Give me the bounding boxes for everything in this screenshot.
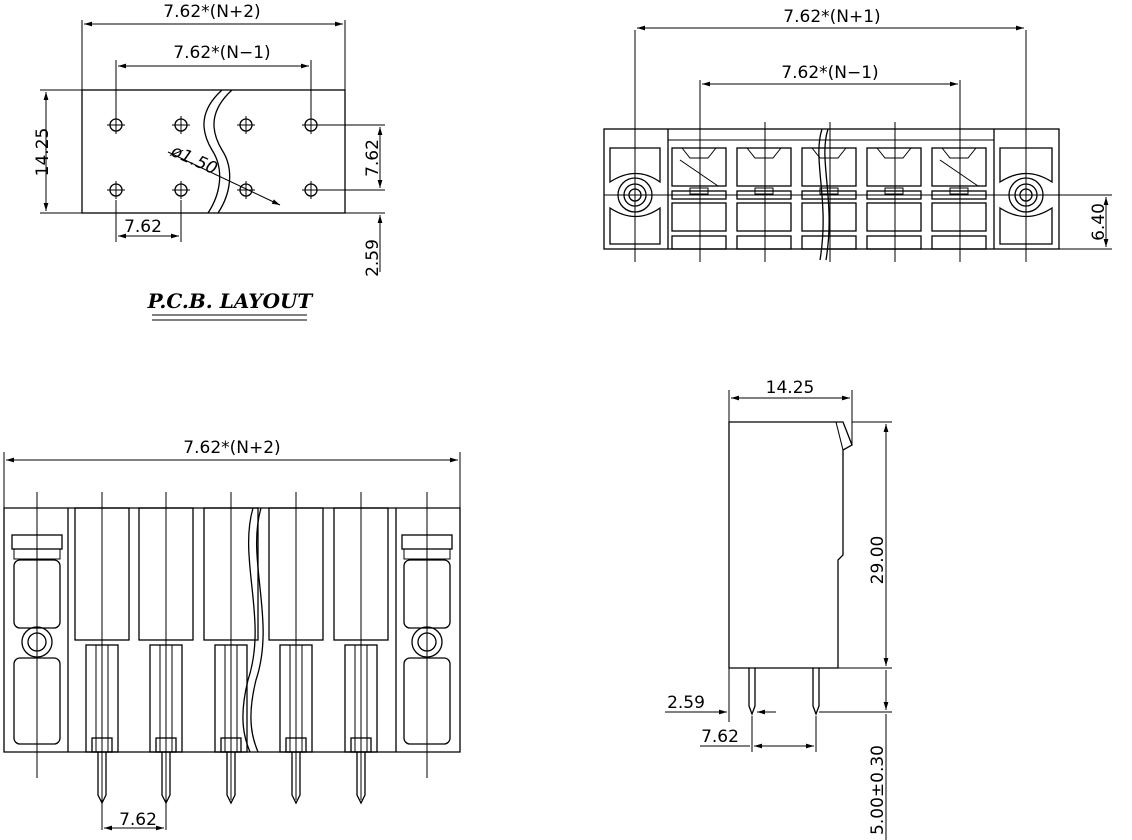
pcb-inner-width-label: 7.62*(N−1) — [173, 43, 270, 63]
side-pin-right — [812, 668, 820, 716]
side-view: 14.25 29.00 2.59 7.62 5.00±0.30 — [665, 378, 892, 840]
front-view-outline — [3, 507, 461, 753]
top-overall-width-label: 7.62*(N+1) — [783, 7, 880, 27]
front-overall-width-label: 7.62*(N+2) — [183, 438, 280, 458]
side-pin-left — [748, 668, 756, 716]
side-height-label: 29.00 — [868, 536, 888, 585]
pcb-row-pitch-label: 7.62 — [363, 139, 383, 177]
break-line — [203, 89, 223, 214]
side-width-label: 14.25 — [766, 378, 815, 398]
pcb-outline — [81, 89, 346, 214]
top-view-cells — [671, 147, 987, 250]
pcb-offset-label: 2.59 — [363, 239, 383, 277]
pcb-height-label: 14.25 — [33, 128, 53, 177]
side-view-outline — [728, 421, 853, 669]
front-pitch-label: 7.62 — [119, 810, 157, 830]
pcb-overall-width-label: 7.62*(N+2) — [163, 2, 260, 22]
pcb-layout-title: P.C.B. LAYOUT — [147, 289, 315, 313]
side-pin-length-label: 5.00±0.30 — [868, 745, 888, 835]
side-pin-pitch-label: 7.62 — [701, 727, 739, 747]
pcb-col-pitch-label: 7.62 — [124, 217, 162, 237]
top-view: 7.62*(N+1) 7.62*(N−1) 6.40 — [603, 7, 1112, 262]
top-height-label: 6.40 — [1089, 203, 1109, 241]
front-view: 7.62*(N+2) 7.62 — [3, 438, 461, 831]
side-pin-offset-label: 2.59 — [667, 693, 705, 713]
top-inner-width-label: 7.62*(N−1) — [781, 63, 878, 83]
pcb-hole-diameter-label: ø1.50 — [167, 141, 220, 179]
pcb-layout-view: 7.62*(N+2) 7.62*(N−1) 14.25 7.62 ø1.50 7… — [33, 2, 385, 321]
